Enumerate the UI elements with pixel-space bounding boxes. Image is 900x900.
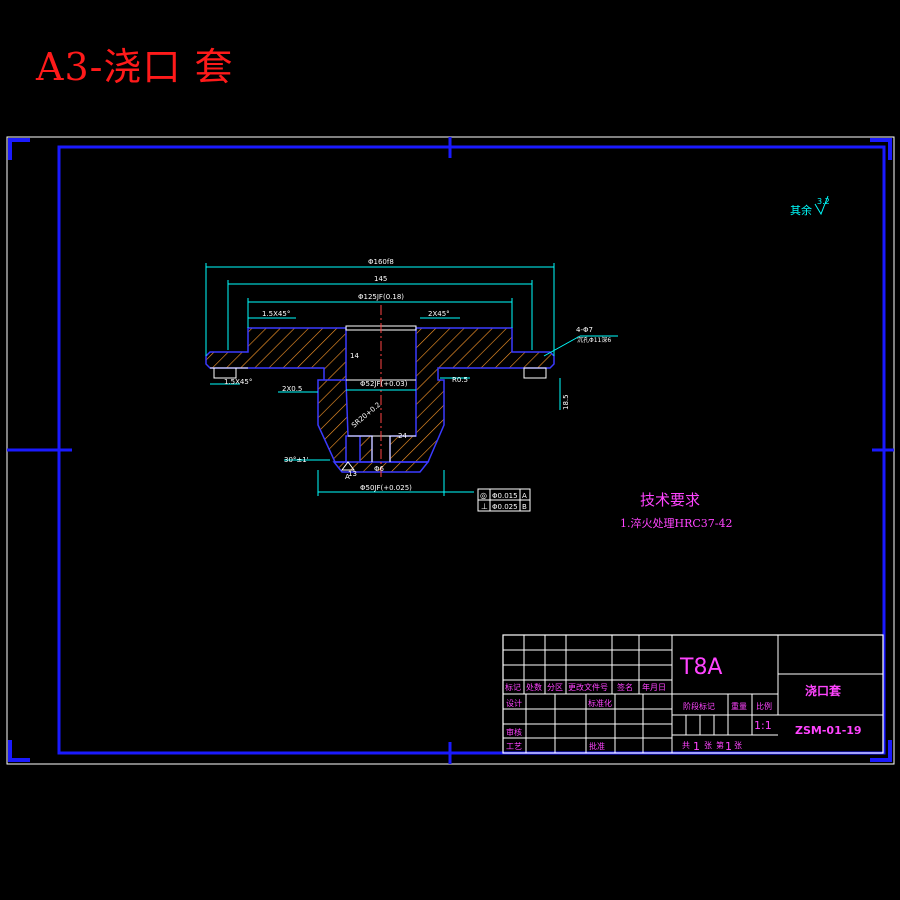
outer-frame [6, 136, 895, 765]
tolerance-frame: ◎ Φ0.015 A ⊥ Φ0.025 B A [341, 461, 531, 512]
stage-label: 阶段标记 [683, 701, 715, 711]
dim-chamfer-left-bottom: 1.5X45° [224, 378, 252, 386]
dim-height-right: 18.5 [562, 394, 570, 410]
sheet-count: 共 1 张 第 1 张 [682, 740, 742, 753]
dim-145: 145 [374, 275, 387, 283]
tol2-datum: B [522, 503, 527, 511]
datum-symbol: A [345, 473, 350, 481]
inner-border [57, 145, 886, 755]
dim-r05: R0.5 [452, 376, 468, 384]
design-label: 设计 [506, 698, 522, 708]
roughness-label: 其余 [790, 203, 812, 217]
standardize-label: 标准化 [588, 698, 612, 708]
tol1-datum: A [522, 492, 527, 500]
drawing-number-text: ZSM-01-19 [795, 724, 862, 737]
review-label: 审核 [506, 727, 522, 737]
approve-label: 批准 [589, 741, 605, 751]
title-block: T8A 浇口套 ZSM-01-19 1:1 比例 重量 阶段标记 标记 处数 分… [502, 634, 884, 754]
section-right [389, 327, 555, 463]
sheets-total-label: 共 [682, 741, 690, 750]
dim-counterbore: 沉孔Φ11深6 [577, 336, 611, 344]
centering-marks [7, 137, 894, 764]
dim-bore-mid: Φ52JF(+0.03) [360, 380, 408, 388]
tech-requirement-item: 1.淬火处理HRC37-42 [620, 516, 733, 530]
sheet-no-label: 第 [716, 740, 724, 750]
dim-2x05: 2X0.5 [282, 385, 302, 393]
dim-chamfer-left-top: 1.5X45° [262, 310, 290, 318]
header-signature: 签名 [617, 682, 633, 692]
tol1-value: Φ0.015 [492, 492, 518, 500]
roughness-value: 3.2 [817, 197, 830, 206]
weight-label: 重量 [731, 701, 747, 711]
tol2-symbol: ⊥ [481, 502, 488, 511]
dim-holes: 4-Φ7 [576, 326, 593, 334]
part-section [205, 305, 555, 478]
section-left [205, 327, 373, 463]
dim-14: 14 [350, 352, 359, 360]
sheets-total-value: 1 [693, 740, 700, 753]
tol1-symbol: ◎ [480, 491, 487, 500]
scale-value-text: 1:1 [754, 719, 772, 732]
header-date: 年月日 [642, 682, 666, 692]
header-count: 处数 [526, 682, 542, 692]
dimension-lines [205, 263, 618, 496]
tol2-value: Φ0.025 [492, 503, 518, 511]
dim-bore-bottom: Φ50JF(+0.025) [360, 484, 412, 492]
dim-24: 24 [398, 432, 407, 440]
dim-angle: 30°±1' [284, 456, 309, 464]
dim-hole-small: Φ6 [374, 465, 385, 473]
drawing-sheet-title: A3-浇口 套 [36, 45, 234, 89]
title-header-row: 标记 处数 分区 更改文件号 签名 年月日 [505, 682, 666, 692]
sheets-total-unit: 张 [704, 741, 712, 750]
roughness-note: 其余 3.2 [790, 195, 830, 217]
material-text: T8A [679, 655, 723, 680]
corner-marks [8, 138, 892, 762]
dim-sphere: SR20+0.2 [350, 401, 382, 430]
sheet-no-unit: 张 [734, 741, 742, 750]
tech-requirements-heading: 技术要求 [640, 491, 700, 509]
dim-13: 13 [348, 470, 357, 478]
header-mark: 标记 [505, 682, 521, 692]
sheet-no-value: 1 [725, 740, 732, 753]
scale-label: 比例 [756, 701, 772, 711]
dim-overall-dia: Φ160f8 [368, 258, 394, 266]
part-name-text: 浇口套 [805, 683, 842, 698]
dim-chamfer-right-top: 2X45° [428, 310, 450, 318]
process-label: 工艺 [506, 742, 522, 751]
dim-d125: Φ125JF(0.18) [358, 293, 404, 301]
header-change-doc: 更改文件号 [568, 682, 608, 692]
header-zone: 分区 [547, 683, 563, 692]
